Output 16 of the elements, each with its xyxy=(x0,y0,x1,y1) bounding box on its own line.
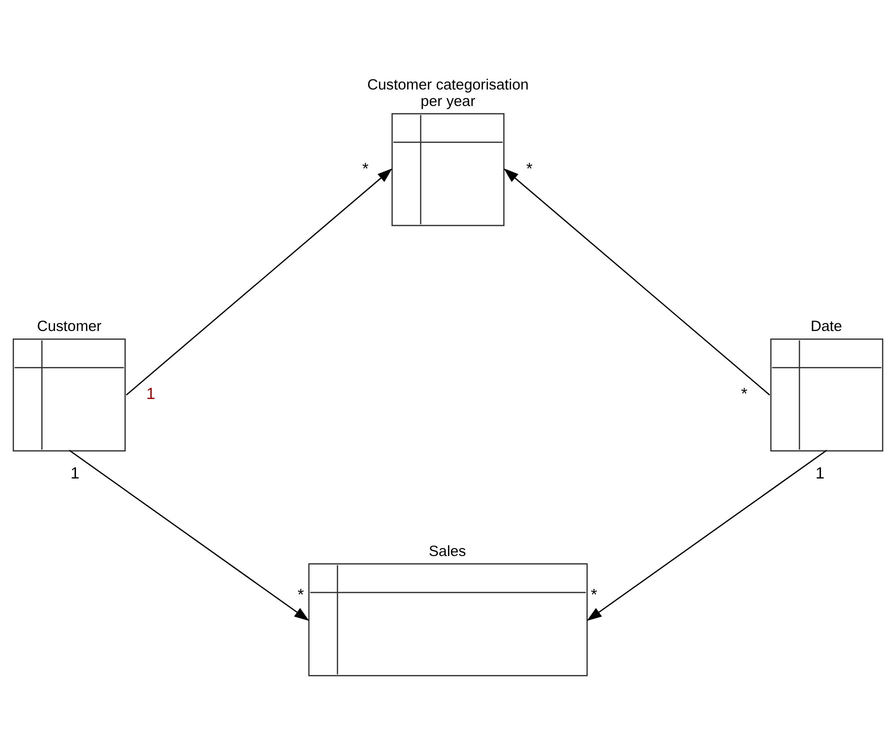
node-label: * xyxy=(741,385,748,404)
node-label: Customer xyxy=(36,319,102,336)
node-label: * xyxy=(298,586,304,604)
arrow xyxy=(68,450,310,621)
arrow xyxy=(586,450,828,621)
node-label: Date xyxy=(810,319,842,336)
node-label: 1 xyxy=(70,464,80,483)
arrow xyxy=(126,168,392,396)
node-label: Customer categorisation per year xyxy=(367,78,529,110)
node-label: * xyxy=(362,160,369,178)
node-label: Sales xyxy=(428,544,466,560)
arrow xyxy=(504,168,770,396)
node-label: 1 xyxy=(816,464,825,483)
node-label: 1 xyxy=(146,385,156,404)
node-label: * xyxy=(526,160,533,178)
node-label: * xyxy=(590,586,598,604)
